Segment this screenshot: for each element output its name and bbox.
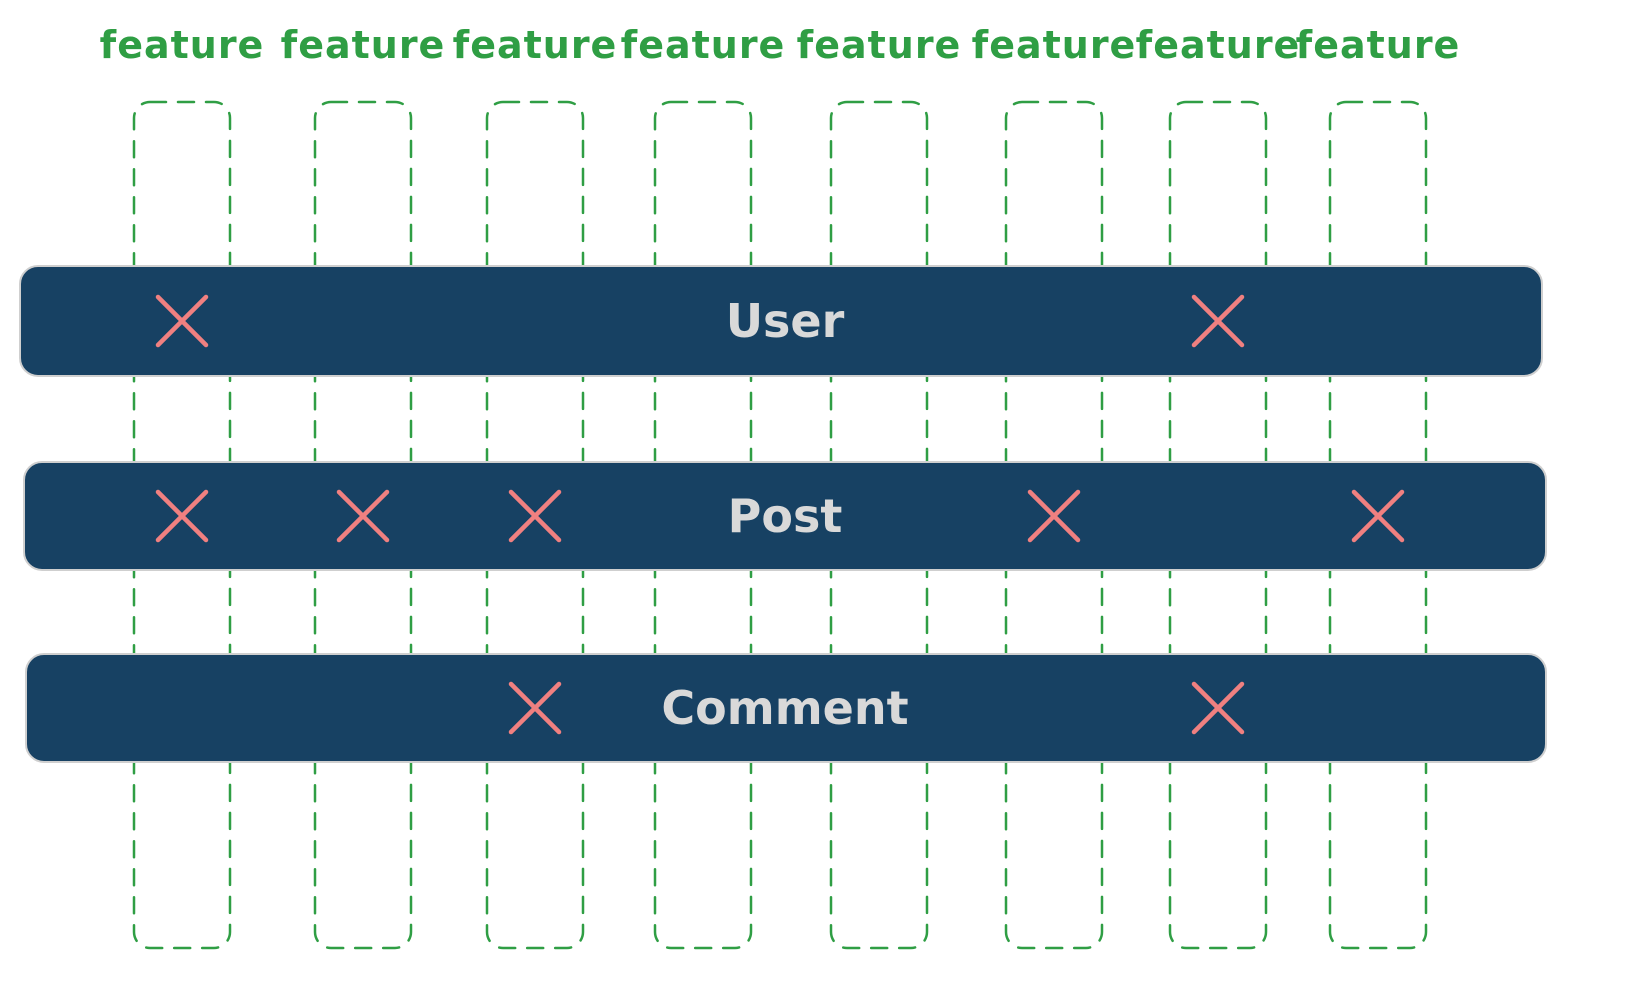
cross-icon	[1191, 294, 1245, 348]
feature-column-2	[313, 100, 413, 950]
cross-icon	[1191, 681, 1245, 735]
feature-column-4	[653, 100, 753, 950]
entity-row-comment: Comment	[25, 653, 1547, 763]
feature-column-7	[1168, 100, 1268, 950]
feature-label-3: feature	[453, 23, 618, 67]
entity-label: Comment	[661, 681, 908, 735]
entity-label: User	[726, 294, 845, 348]
cross-icon	[155, 294, 209, 348]
feature-label-2: feature	[281, 23, 446, 67]
entity-bar	[23, 461, 1547, 571]
cross-icon	[155, 489, 209, 543]
cross-icon	[1351, 489, 1405, 543]
cross-icon	[336, 489, 390, 543]
entity-row-post: Post	[23, 461, 1547, 571]
feature-column-3	[485, 100, 585, 950]
feature-label-7: feature	[1136, 23, 1301, 67]
feature-label-6: feature	[972, 23, 1137, 67]
feature-columns	[132, 100, 1428, 950]
entity-label: Post	[728, 489, 843, 543]
cross-icon	[1027, 489, 1081, 543]
cross-icon	[508, 681, 562, 735]
feature-column-5	[829, 100, 929, 950]
feature-label-5: feature	[797, 23, 962, 67]
feature-label-1: feature	[100, 23, 265, 67]
feature-column-6	[1004, 100, 1104, 950]
feature-label-4: feature	[621, 23, 786, 67]
entity-row-user: User	[19, 265, 1543, 377]
entity-bar	[25, 653, 1547, 763]
entity-bar	[19, 265, 1543, 377]
feature-label-8: feature	[1296, 23, 1461, 67]
feature-column-8	[1328, 100, 1428, 950]
cross-icon	[508, 489, 562, 543]
feature-column-1	[132, 100, 232, 950]
